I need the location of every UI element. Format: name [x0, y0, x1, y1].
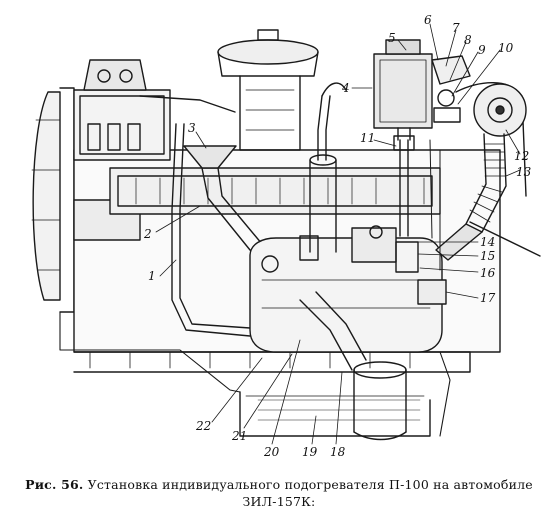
pipe — [171, 123, 251, 337]
fuel-tank — [373, 39, 433, 141]
figure-caption-label: Рис. 56. — [25, 477, 84, 492]
distributor — [73, 59, 236, 161]
callout-12: 12 — [514, 149, 529, 163]
oil-pan — [239, 391, 431, 437]
callout-9: 9 — [478, 43, 486, 57]
air-blower — [473, 83, 527, 137]
control-rod — [469, 221, 541, 257]
callout-22: 22 — [195, 419, 211, 433]
leader-lines — [155, 23, 521, 445]
callout-6: 6 — [424, 13, 432, 27]
callout-10: 10 — [498, 41, 514, 55]
exhaust-pipe — [299, 82, 367, 371]
callout-4: 4 — [341, 81, 350, 95]
callout-1: 1 — [148, 269, 156, 283]
callout-13: 13 — [516, 165, 532, 179]
heater-control-unit — [351, 139, 447, 305]
callout-5: 5 — [388, 31, 396, 45]
heater-boiler — [249, 237, 443, 353]
callout-15: 15 — [480, 249, 495, 263]
flywheel — [31, 87, 75, 313]
callout-18: 18 — [330, 445, 346, 459]
carburetor — [217, 29, 319, 151]
frame-outline — [59, 311, 451, 437]
cylinder-head — [109, 167, 441, 215]
figure-caption-text: Установка индивидуального подогревателя … — [87, 477, 533, 509]
engine-heater-installation-drawing: 1 2 3 4 5 6 7 8 9 10 11 12 13 14 15 16 1… — [31, 13, 541, 459]
exhaust-muffler — [353, 361, 407, 441]
figure-caption: Рис. 56. Установка индивидуального подог… — [24, 476, 534, 510]
callout-21: 21 — [231, 429, 247, 443]
callout-14: 14 — [480, 235, 495, 249]
callout-19: 19 — [302, 445, 318, 459]
callout-17: 17 — [480, 291, 496, 305]
callout-3: 3 — [188, 121, 196, 135]
callout-20: 20 — [263, 445, 280, 459]
callout-2: 2 — [143, 227, 152, 241]
callout-8: 8 — [464, 33, 472, 47]
callout-11: 11 — [360, 131, 375, 145]
callout-16: 16 — [480, 266, 496, 280]
callout-7: 7 — [452, 21, 460, 35]
